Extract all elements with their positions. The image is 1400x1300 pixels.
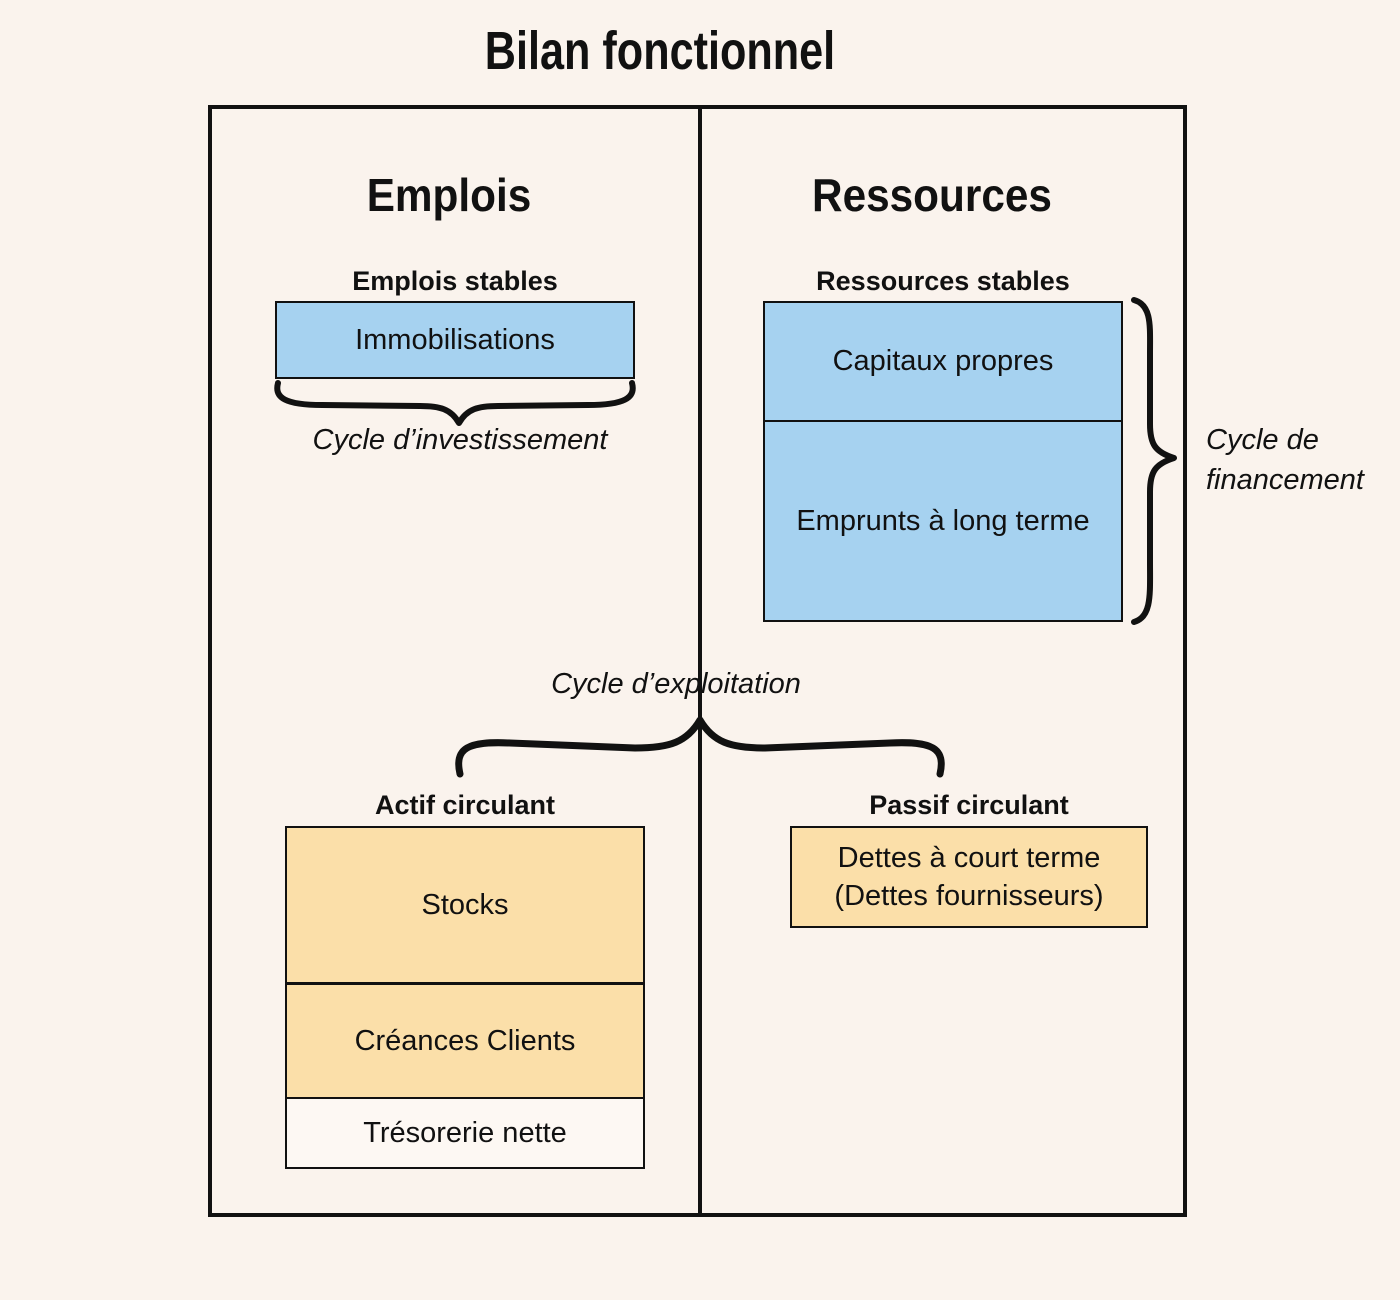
investment-cycle-label: Cycle d’investissement — [312, 424, 608, 456]
tresorerie-nette-box: Trésorerie nette — [287, 1099, 643, 1167]
ressources-header: Ressources — [812, 169, 1052, 221]
investment-brace-icon — [274, 380, 636, 426]
main-frame — [208, 105, 1187, 1217]
financing-cycle-label: Cycle de financement — [1206, 424, 1364, 497]
dettes-court-terme-line1: Dettes à court terme — [837, 841, 1101, 874]
emplois-header: Emplois — [366, 169, 532, 221]
dettes-court-terme-box: Dettes à court terme (Dettes fournisseur… — [790, 826, 1148, 928]
capitaux-propres-box: Capitaux propres — [765, 303, 1121, 422]
emprunts-long-terme-box: Emprunts à long terme — [765, 422, 1121, 620]
creances-clients-label: Créances Clients — [354, 1024, 576, 1057]
tresorerie-nette-label: Trésorerie nette — [363, 1116, 567, 1149]
emprunts-long-terme-label: Emprunts à long terme — [796, 504, 1090, 537]
immobilisations-box: Immobilisations — [275, 301, 635, 379]
actif-circulant-box: Stocks Créances Clients Trésorerie nette — [285, 826, 645, 1169]
exploitation-brace-icon — [455, 716, 945, 778]
stocks-label: Stocks — [421, 888, 509, 921]
financing-brace-icon — [1131, 297, 1177, 625]
stocks-box: Stocks — [287, 828, 643, 985]
capitaux-propres-label: Capitaux propres — [832, 345, 1054, 377]
actif-circulant-label: Actif circulant — [374, 790, 556, 820]
column-divider — [698, 105, 702, 1217]
page-title: Bilan fonctionnel — [484, 21, 836, 81]
creances-clients-box: Créances Clients — [287, 985, 643, 1099]
emplois-stables-label: Emplois stables — [352, 266, 558, 296]
ressources-stables-label: Ressources stables — [816, 266, 1070, 296]
immobilisations-box-label: Immobilisations — [355, 323, 555, 356]
passif-circulant-label: Passif circulant — [869, 790, 1069, 820]
dettes-court-terme-line2: (Dettes fournisseurs) — [834, 880, 1104, 912]
ressources-stables-box: Capitaux propres Emprunts à long terme — [763, 301, 1123, 622]
exploitation-cycle-label: Cycle d’exploitation — [551, 668, 801, 700]
